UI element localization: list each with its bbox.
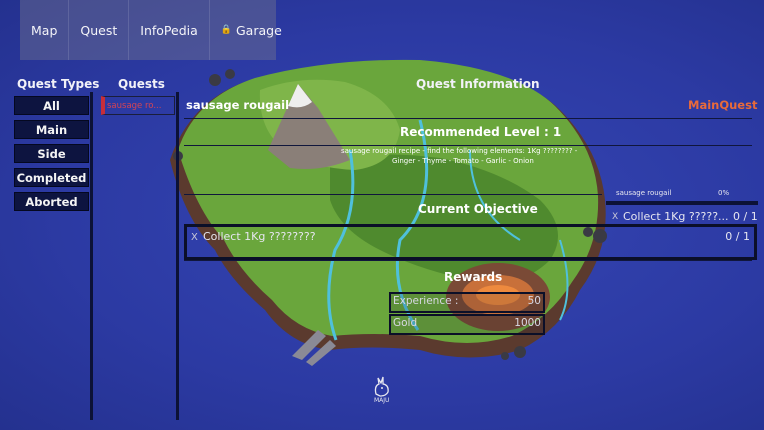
gold-reward: Gold 1000 — [389, 314, 545, 335]
rock — [593, 229, 607, 243]
rabbit-logo-icon: MAJU — [368, 376, 396, 406]
tracker-objective-count: 0 / 1 — [733, 210, 758, 223]
tracker-objective-text: Collect 1Kg ?????... — [623, 210, 729, 223]
divider — [184, 194, 602, 195]
rock — [501, 352, 509, 360]
mountain-snow — [288, 84, 312, 108]
quest-type-label: MainQuest — [688, 98, 758, 112]
tracker-percent: 0% — [718, 189, 730, 197]
river — [327, 149, 355, 341]
nav-garage[interactable]: 🔒 Garage — [220, 22, 282, 38]
volcano-lava — [476, 285, 520, 305]
nav-quest[interactable]: Quest — [69, 0, 130, 60]
nav-infopedia[interactable]: InfoPedia — [129, 0, 210, 60]
filter-all-button[interactable]: All — [14, 96, 89, 115]
tracker-quest-name: sausage rougail — [616, 189, 672, 197]
lock-icon: 🔒 — [220, 25, 232, 35]
divider — [176, 92, 179, 420]
quest-description-line2: Ginger - Thyme - Tomato - Garlic - Onion — [392, 157, 534, 165]
tracker-progress-bar — [606, 201, 758, 205]
divider — [184, 260, 752, 261]
current-objective-title: Current Objective — [418, 202, 538, 216]
river — [395, 119, 429, 331]
river — [559, 239, 569, 321]
pier — [292, 330, 326, 360]
quest-name: sausage rougail — [186, 98, 290, 112]
island-forest — [330, 154, 558, 283]
quest-types-title: Quest Types — [17, 77, 100, 91]
quests-title: Quests — [118, 77, 165, 91]
quest-info-title: Quest Information — [416, 77, 540, 91]
rock — [514, 346, 526, 358]
river — [469, 149, 521, 241]
quest-description-line1: sausage rougail recipe - find the follow… — [341, 147, 578, 155]
quest-list-item[interactable]: sausage ro... — [101, 96, 175, 115]
experience-label: Experience : — [393, 295, 459, 307]
experience-value: 50 — [527, 295, 541, 307]
rock — [583, 227, 593, 237]
top-nav: Map Quest InfoPedia 🔒 Garage — [20, 0, 282, 60]
divider — [184, 145, 752, 146]
objective-count: 0 / 1 — [725, 230, 750, 243]
objective-incomplete-icon: X — [191, 232, 198, 243]
recommended-level: Recommended Level : 1 — [400, 125, 562, 139]
rewards-title: Rewards — [444, 270, 503, 284]
filter-main-button[interactable]: Main — [14, 120, 89, 139]
logo-text: MAJU — [374, 397, 390, 404]
filter-aborted-button[interactable]: Aborted — [14, 192, 89, 211]
gold-value: 1000 — [514, 317, 541, 329]
experience-reward: Experience : 50 — [389, 292, 545, 313]
rock — [225, 69, 235, 79]
rock — [209, 74, 221, 86]
gold-label: Gold — [393, 317, 418, 329]
nav-map[interactable]: Map — [20, 0, 70, 60]
pier — [306, 340, 336, 366]
divider — [90, 92, 93, 420]
objective-row: X Collect 1Kg ???????? 0 / 1 — [184, 224, 757, 260]
objective-text: Collect 1Kg ???????? — [203, 230, 316, 243]
filter-side-button[interactable]: Side — [14, 144, 89, 163]
filter-completed-button[interactable]: Completed — [14, 168, 89, 187]
tracker-objective-icon: X — [612, 212, 619, 222]
divider — [184, 118, 752, 119]
